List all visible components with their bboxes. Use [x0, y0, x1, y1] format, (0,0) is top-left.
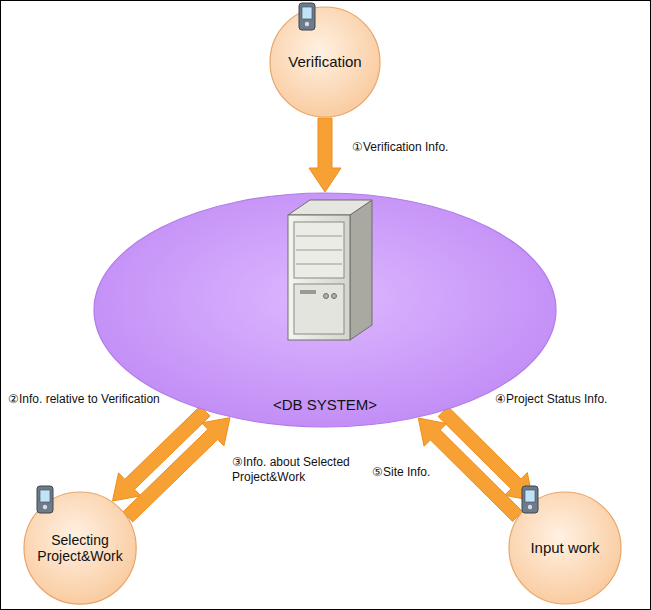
pda-icon	[522, 486, 538, 513]
ellipse-shape	[94, 193, 556, 427]
circle-shape	[24, 492, 136, 604]
block-arrow	[309, 118, 341, 192]
edge-label: ③Info. about Selected Project&Work	[232, 455, 364, 485]
circle-shape	[270, 7, 380, 117]
edge-label: ②Info. relative to Verification	[8, 392, 193, 407]
pda-icon	[299, 3, 315, 30]
edge-label: ④Project Status Info.	[495, 392, 645, 407]
node-label: <DB SYSTEM>	[93, 396, 557, 413]
block-arrow	[418, 418, 522, 521]
node-label: Selecting Project&Work	[31, 532, 128, 564]
ellipse-outline	[93, 192, 557, 428]
edge-label: ①Verification Info.	[352, 140, 492, 155]
node-label: Verification	[288, 53, 361, 70]
verification-circle: Verification	[269, 6, 381, 118]
db-system-ellipse: <DB SYSTEM>	[93, 192, 557, 428]
server-icon	[288, 200, 372, 340]
edge-label: ⑤Site Info.	[372, 465, 452, 480]
selecting-circle: Selecting Project&Work	[23, 491, 137, 605]
block-arrow	[123, 418, 230, 522]
node-label: Input work	[530, 539, 599, 556]
pda-icon	[37, 486, 53, 513]
circle-shape	[509, 492, 621, 604]
input-work-circle: Input work	[508, 491, 622, 605]
